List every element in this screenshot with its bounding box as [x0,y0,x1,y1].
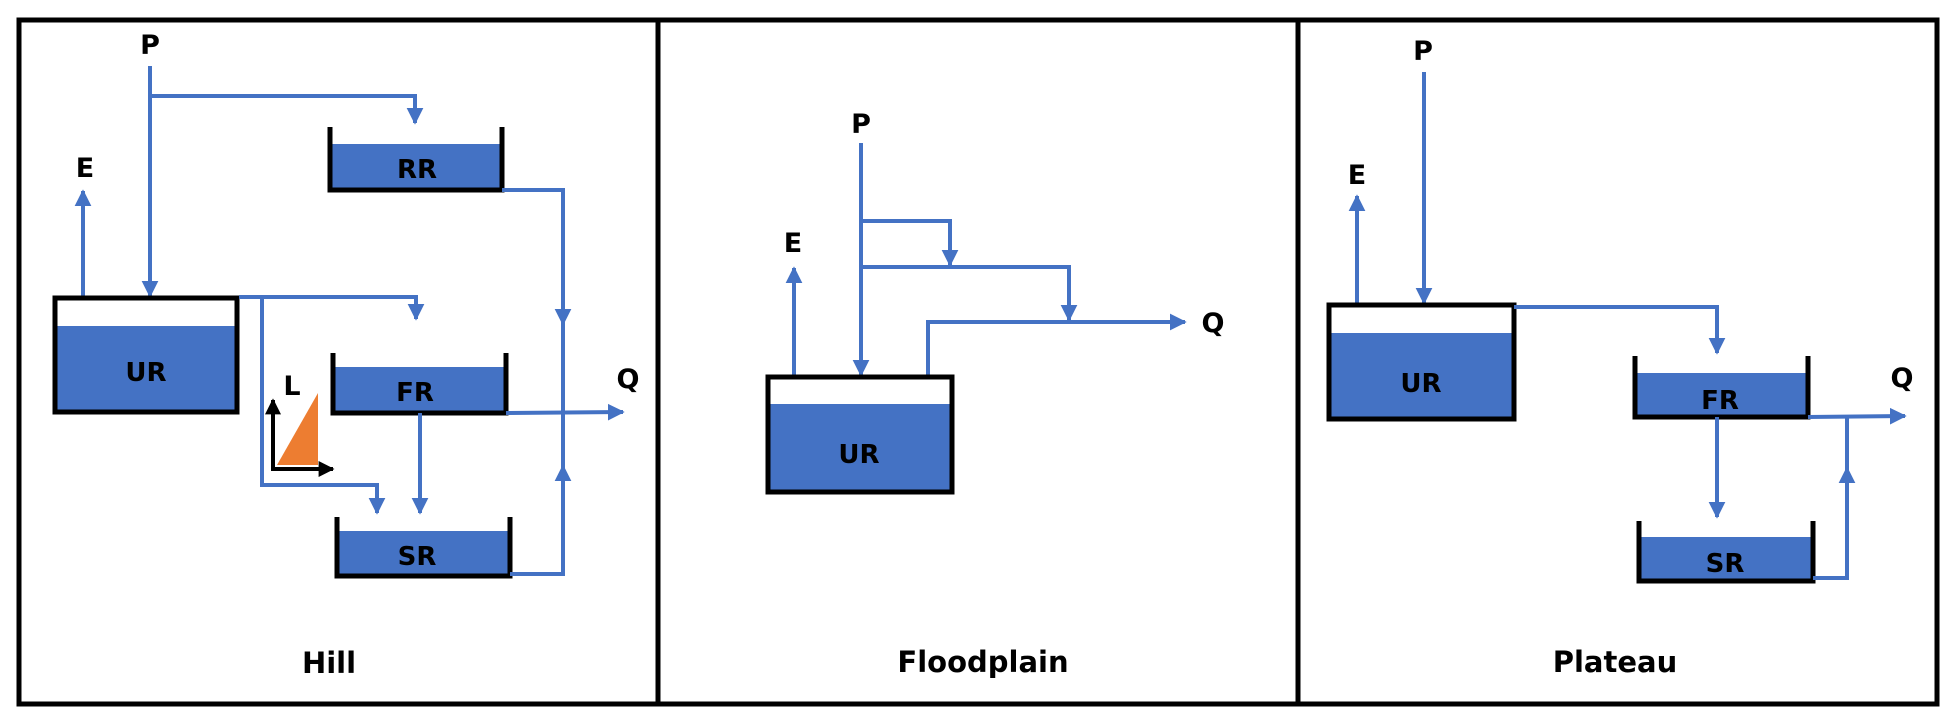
evap-label: E [76,153,94,184]
ur-to-fr-arrow [239,295,425,321]
discharge-label: Q [1891,363,1914,394]
sr-reservoir [334,517,513,579]
panel-plateau: P E UR FR SR Q Plateau [1326,36,1914,679]
ur-reservoir [765,374,955,495]
evap-label: E [784,228,802,259]
precip-label: P [140,30,160,61]
discharge-label: Q [1202,308,1225,339]
ur-water [768,404,952,492]
fr-label: FR [1701,386,1739,416]
ur-label: UR [838,440,879,470]
precip-label: P [1413,36,1433,67]
evap-label: E [1348,160,1366,191]
sr-reservoir [1636,521,1816,584]
rr-outflow [502,188,565,413]
rr-reservoir [327,127,505,193]
ur-water [1329,333,1514,419]
discharge-label: Q [617,364,640,395]
lag-label: L [283,371,300,402]
discharge-arrow [505,403,625,421]
precip-label: P [851,109,871,140]
panel-title-hill: Hill [302,646,356,680]
ur-to-fr-arrow [1514,305,1726,355]
fr-label: FR [396,378,434,408]
ur-label: UR [1400,369,1441,399]
ur-reservoir [52,295,240,415]
sr-label: SR [1706,549,1745,579]
discharge-arrow [1807,407,1907,425]
fr-water [334,367,504,412]
ur-label: UR [125,358,166,388]
ur-reservoir [1326,302,1517,422]
fr-reservoir [1632,356,1811,420]
sr-outflow [510,413,565,576]
ur-to-sr-arrow [260,297,386,515]
panel-title-plateau: Plateau [1553,645,1678,679]
rr-label: RR [397,155,437,185]
sr-outflow [1813,417,1849,580]
precip-branch-2-arrow [861,265,1078,322]
precip-branch-1-arrow [861,219,959,267]
rr-water [330,144,500,189]
sr-label: SR [398,542,437,572]
figure-frame [16,17,1940,707]
ur-to-q-arrow [926,313,1187,377]
panel-hill: P E UR RR L FR [52,30,640,680]
sr-water [338,531,508,575]
sr-water [1640,537,1812,580]
ur-water [55,326,237,412]
precip-to-rr-arrow [150,94,424,125]
panel-title-floodplain: Floodplain [897,645,1068,679]
lag-ramp [277,393,318,465]
lag-function-icon: L [265,371,335,477]
panel-floodplain: P E Q UR Floodplain [765,109,1225,679]
fr-water [1636,373,1807,416]
